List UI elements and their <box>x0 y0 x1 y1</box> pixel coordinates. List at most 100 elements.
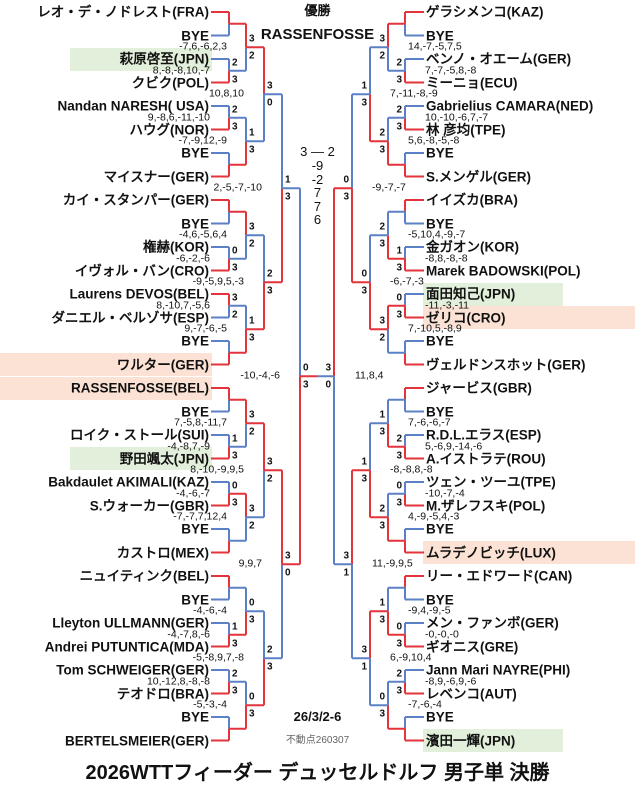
player-name: Nandan NARESH( USA) <box>57 98 209 114</box>
player-name: Marek BADOWSKI(POL) <box>426 262 581 278</box>
player-name: BYE <box>181 333 209 349</box>
player-name: ハウグ(NOR) <box>129 121 210 137</box>
player-name: Bakdaulet AKIMALI(KAZ) <box>48 474 209 490</box>
set-score: 0 <box>396 621 402 633</box>
player-name: クビク(POL) <box>131 74 209 90</box>
player-highlight <box>0 353 212 376</box>
final-game-4: 7 <box>313 198 322 214</box>
set-score: 0 <box>303 362 309 374</box>
set-score: 0 <box>232 245 238 257</box>
set-score: 3 <box>232 121 238 133</box>
player-highlight <box>70 447 212 470</box>
game-scores: -7,6,-6,2,3 <box>179 40 227 53</box>
player-name: ダニエル・ベルゾサ(ESP) <box>51 309 209 325</box>
player-name: S.メンゲル(GER) <box>426 168 532 184</box>
final-game-2: -2 <box>311 171 324 187</box>
set-score: 0 <box>396 292 402 304</box>
set-score: 3 <box>396 309 402 321</box>
fixed-point-note: 不動点260307 <box>285 735 350 746</box>
set-score: 3 <box>249 332 255 344</box>
game-scores: 7,-7,-5,8,-8 <box>425 64 477 77</box>
set-score: 0 <box>285 567 291 579</box>
game-scores: -8,8,-8,-8 <box>425 252 468 265</box>
champion-name: RASSENFOSSE <box>260 26 375 43</box>
game-scores: 8,-10,7,-5,6 <box>156 299 210 312</box>
final-score-right: 2 <box>327 144 335 159</box>
final-set-score: 3 — 2 <box>0 144 635 159</box>
set-score: 3 <box>379 426 385 438</box>
set-score: 2 <box>249 426 255 438</box>
set-score: 3 <box>249 708 255 720</box>
player-name: ロイク・ストール(SUI) <box>70 427 209 443</box>
set-score: 0 <box>325 379 331 391</box>
set-score: 2 <box>396 57 402 69</box>
player-name: RASSENFOSSE(BEL) <box>70 380 209 396</box>
set-score: 2 <box>379 503 385 515</box>
player-name: レオ・デ・ノドレスト(FRA) <box>37 4 209 20</box>
set-score: 3 <box>396 685 402 697</box>
set-score: 2 <box>249 238 255 250</box>
player-name: BYE <box>181 145 209 161</box>
player-name: Jann Mari NAYRE(PHI) <box>426 662 571 678</box>
set-score: 0 <box>267 97 273 109</box>
set-score: 1 <box>361 456 367 468</box>
game-scores: -8,-8,8,-8 <box>390 463 433 476</box>
game-scores: -9,-7,-7 <box>372 181 406 194</box>
player-name: BYE <box>426 709 454 725</box>
game-scores: -4,-7,8,-6 <box>167 628 210 641</box>
set-score: 3 <box>379 614 385 626</box>
set-score: 3 <box>232 497 238 509</box>
set-score: 3 <box>361 97 367 109</box>
player-name: ムラデノビッチ(LUX) <box>426 544 556 560</box>
game-scores: -10,-4,-6 <box>240 369 280 382</box>
player-name: レベンコ(AUT) <box>426 685 517 701</box>
set-score: 3 <box>396 450 402 462</box>
set-score: 3 <box>232 685 238 697</box>
player-name: BYE <box>426 403 454 419</box>
player-name: BYE <box>426 591 454 607</box>
set-score: 0 <box>361 268 367 280</box>
final-score-left: 3 <box>300 144 308 159</box>
set-score: 2 <box>232 309 238 321</box>
player-name: ニュイティンク(BEL) <box>79 568 209 584</box>
game-scores: -4,-8,7,-9 <box>167 440 210 453</box>
player-name: S.ウォーカー(GBR) <box>89 497 209 513</box>
game-scores: -5,-8,9,7,-8 <box>192 651 244 664</box>
set-score: 2 <box>379 332 385 344</box>
player-name: Andrei PUTUNTICA(MDA) <box>44 638 209 654</box>
game-scores: 10,-10,-6,7,-7 <box>425 111 489 124</box>
final-game-3: 7 <box>313 185 322 200</box>
player-highlight <box>0 376 212 400</box>
player-name: Lleyton ULLMANN(GER) <box>52 615 209 631</box>
game-scores: -6,-2,-6 <box>176 252 210 265</box>
player-name: ベンノ・オエーム(GER) <box>426 51 572 67</box>
game-scores: -10,-7,-4 <box>425 487 465 500</box>
set-score: 3 <box>379 144 385 156</box>
player-name: 面田知己(JPN) <box>426 286 516 302</box>
game-scores: -5,10,4,-9,-7 <box>408 228 466 241</box>
set-score: 3 <box>249 221 255 233</box>
set-score: 3 <box>232 450 238 462</box>
set-score: 1 <box>232 433 238 445</box>
game-scores: -7,-9,12,-9 <box>178 134 227 147</box>
player-name: BYE <box>181 709 209 725</box>
game-scores: -7,-6,-4 <box>408 698 442 711</box>
set-score: 3 <box>232 74 238 86</box>
set-score: 3 <box>325 362 331 374</box>
set-score: 2 <box>232 668 238 680</box>
set-score: 1 <box>396 245 402 257</box>
page-title: 2026WTTフィーダー デュッセルドルフ 男子単 決勝 <box>85 762 550 784</box>
set-score: 3 <box>379 33 385 45</box>
game-scores: -9,-5,9,5,-3 <box>192 275 244 288</box>
player-name: カイ・スタンパー(GER) <box>62 192 209 208</box>
player-highlight <box>423 541 635 564</box>
set-score: 3 <box>285 191 291 203</box>
game-scores: -0,-0,-0 <box>425 628 459 641</box>
set-score: 3 <box>379 708 385 720</box>
game-scores: 9,9,7 <box>238 557 262 570</box>
set-score: 1 <box>343 567 349 579</box>
set-score: 3 <box>249 144 255 156</box>
set-score: 3 <box>249 33 255 45</box>
set-score: 3 <box>249 503 255 515</box>
